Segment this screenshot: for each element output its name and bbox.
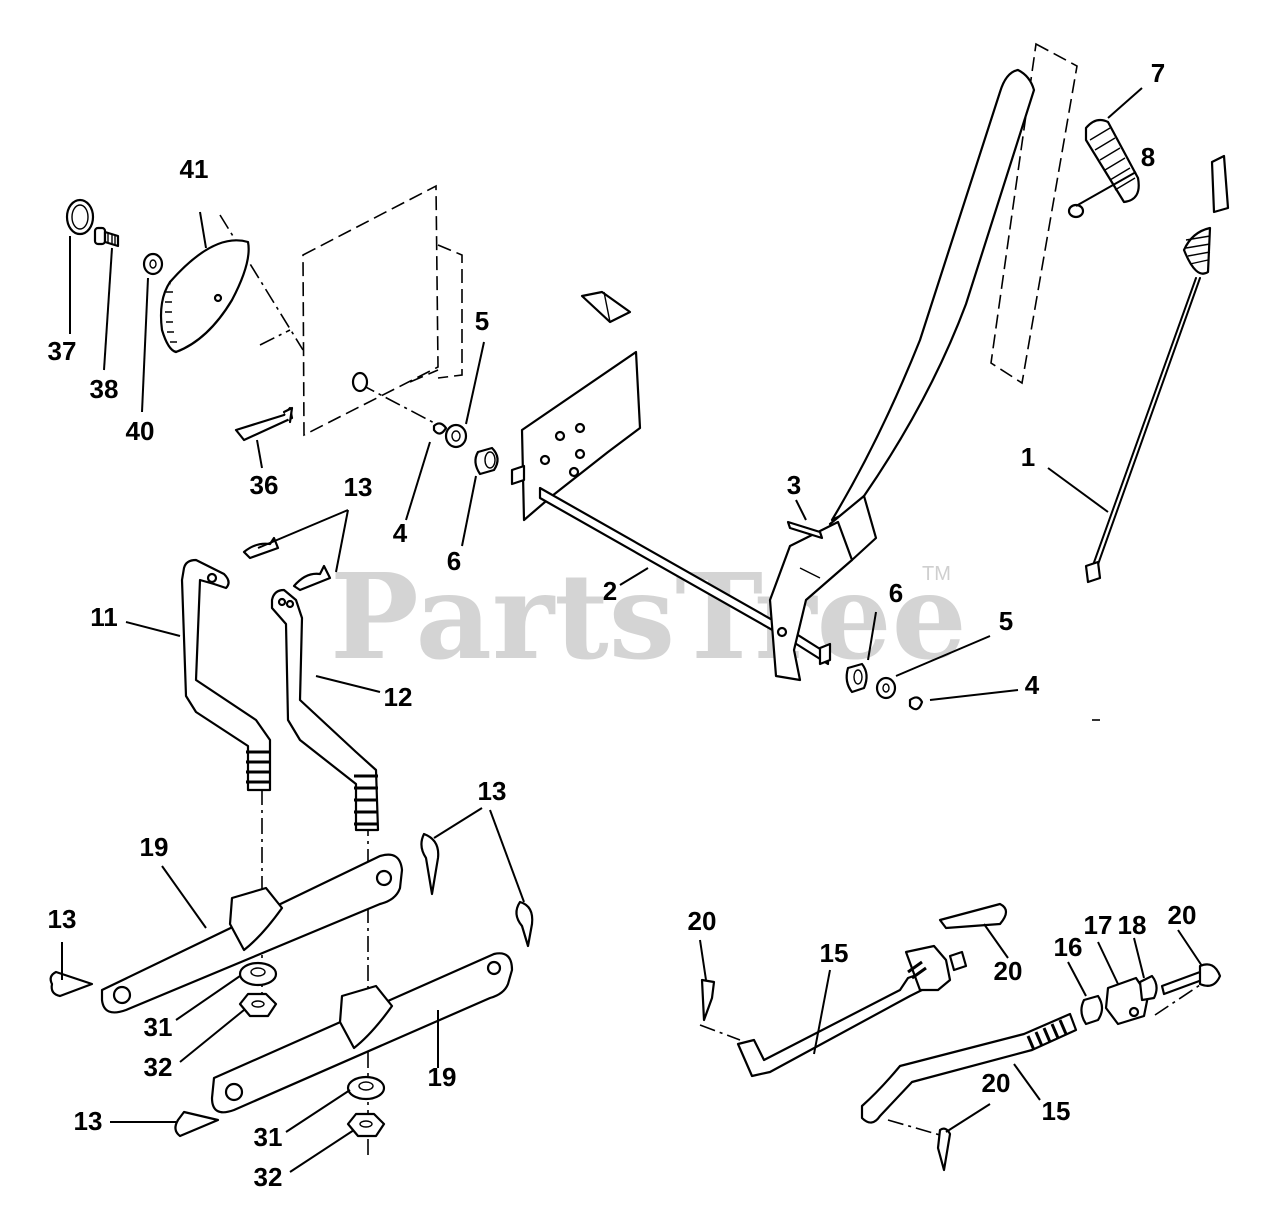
label-part-7: 7 — [1151, 58, 1165, 88]
spacers-upper — [351, 371, 499, 476]
label-part-4-upper: 4 — [393, 518, 408, 548]
label-part-20-right: 20 — [1168, 900, 1197, 930]
pin-part-3 — [786, 520, 824, 540]
label-part-6-upper: 6 — [447, 546, 461, 576]
label-part-13-bottom: 13 — [74, 1106, 103, 1136]
phantom-outlines — [219, 42, 1201, 1160]
watermark-brand: PartsTree — [330, 547, 967, 686]
rod-part-15-lower — [860, 1012, 1078, 1124]
label-part-31-lower: 31 — [254, 1122, 283, 1152]
lift-link-part-11 — [180, 558, 272, 792]
grip-part-7 — [1084, 118, 1140, 204]
cable-part-1 — [1084, 154, 1230, 584]
label-part-5-lower: 5 — [999, 606, 1013, 636]
lift-arm-part-19-upper — [100, 853, 404, 1014]
part-artwork — [49, 68, 1230, 1172]
watermark-trademark: TM — [922, 563, 951, 585]
ring-part-8 — [1067, 203, 1085, 219]
label-part-13-left: 13 — [48, 904, 77, 934]
label-part-40: 40 — [126, 416, 155, 446]
label-part-12: 12 — [384, 682, 413, 712]
leader-lines — [61, 87, 1203, 1173]
label-part-8: 8 — [1141, 142, 1155, 172]
washers-nuts — [238, 961, 386, 1138]
lift-arm-part-19-lower — [210, 952, 514, 1114]
knob-part-41 — [159, 239, 250, 354]
spacers-lower — [818, 642, 924, 711]
label-part-41: 41 — [180, 154, 209, 184]
lift-link-part-12 — [270, 588, 380, 832]
label-part-20-bottom: 20 — [982, 1068, 1011, 1098]
label-part-4-lower: 4 — [1025, 670, 1040, 700]
clip-ring-part-37 — [65, 198, 95, 236]
label-part-31-upper: 31 — [144, 1012, 173, 1042]
label-part-20-left: 20 — [688, 906, 717, 936]
label-part-11: 11 — [90, 602, 118, 632]
adjuster-parts-16-17-18 — [1080, 970, 1204, 1026]
label-part-36: 36 — [250, 470, 279, 500]
label-part-32-lower: 32 — [254, 1162, 283, 1192]
hairpin-clips — [49, 536, 534, 1138]
washer-part-40 — [142, 252, 164, 276]
label-part-17: 17 — [1084, 910, 1113, 940]
label-part-20-middle: 20 — [994, 956, 1023, 986]
part-labels: 1 2 3 4 4 5 5 6 6 7 8 11 12 13 13 13 13 … — [48, 58, 1197, 1192]
label-part-13-right: 13 — [478, 776, 507, 806]
label-part-5-upper: 5 — [475, 306, 489, 336]
label-part-2: 2 — [603, 576, 617, 606]
label-part-38: 38 — [90, 374, 119, 404]
label-part-1: 1 — [1021, 442, 1035, 472]
label-part-15-upper: 15 — [820, 938, 849, 968]
label-part-32-upper: 32 — [144, 1052, 173, 1082]
label-part-19-lower: 19 — [428, 1062, 457, 1092]
spring-clips-20 — [700, 902, 1222, 1172]
label-part-19-upper: 19 — [140, 832, 169, 862]
label-part-13-top: 13 — [344, 472, 373, 502]
bolt-part-38 — [93, 226, 120, 248]
label-part-37: 37 — [48, 336, 77, 366]
mount-plate — [510, 290, 642, 522]
watermark: PartsTree TM — [330, 547, 967, 686]
bracket-part-36 — [234, 406, 294, 442]
label-part-18: 18 — [1118, 910, 1147, 940]
label-part-6-lower: 6 — [889, 578, 903, 608]
label-part-3: 3 — [787, 470, 801, 500]
label-part-16: 16 — [1054, 932, 1083, 962]
label-part-15-lower: 15 — [1042, 1096, 1071, 1126]
lift-handle — [768, 68, 1036, 682]
rod-part-15-upper — [736, 944, 968, 1078]
